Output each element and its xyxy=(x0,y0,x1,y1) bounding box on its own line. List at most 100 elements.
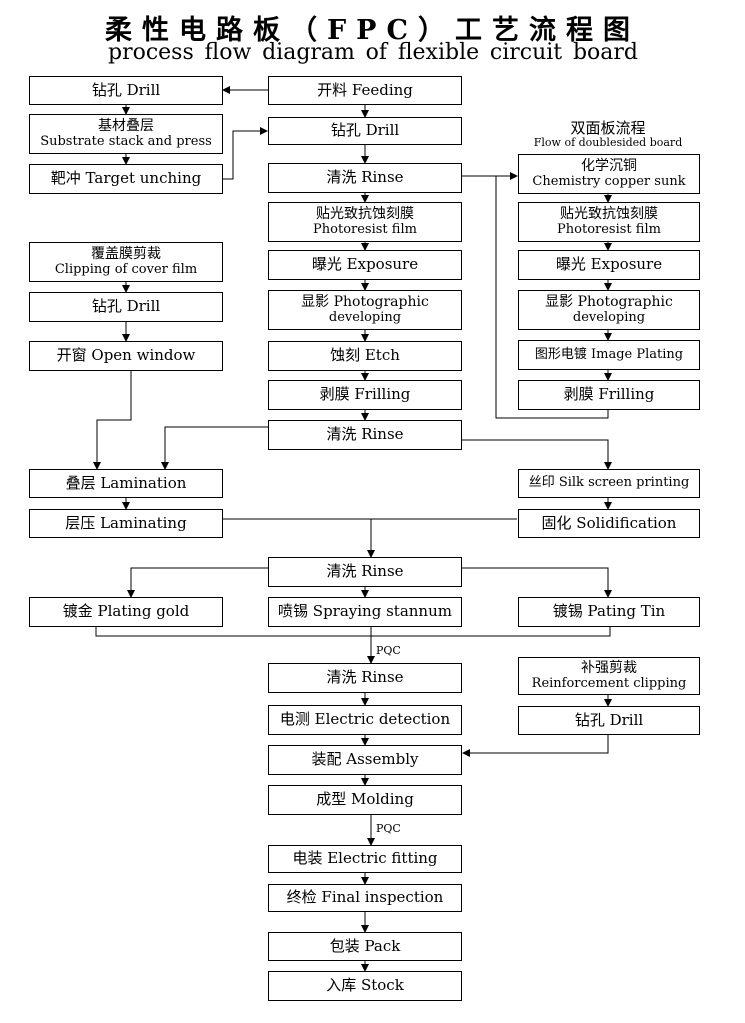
box-label-cn: 显影 Photographic xyxy=(545,294,673,311)
double-side-header: 双面板流程 Flow of doublesided board xyxy=(518,119,698,150)
box-label-cn: 化学沉铜 xyxy=(581,158,637,175)
pqc-label: PQC xyxy=(376,822,401,835)
subtitle-word: process xyxy=(108,40,194,65)
subtitle-word: circuit xyxy=(489,40,563,65)
center-drill-box: 钻孔 Drill xyxy=(268,117,462,145)
rinse-box-4: 清洗 Rinse xyxy=(268,663,462,693)
image-plating-box: 图形电镀 Image Plating xyxy=(518,340,700,370)
subtitle-word: flow xyxy=(204,40,252,65)
box-label: 曝光 Exposure xyxy=(311,255,419,274)
diagram-title: 柔性电路板（FPC）工艺流程图 xyxy=(105,15,640,46)
electric-fitting-box: 电装 Electric fitting xyxy=(268,845,462,873)
box-label: 固化 Solidification xyxy=(541,513,677,532)
spraying-box: 喷锡 Spraying stannum xyxy=(268,597,462,627)
box-label-en: Photoresist film xyxy=(313,221,417,237)
box-label: 剥膜 Frilling xyxy=(563,385,655,404)
lamination-box: 叠层 Lamination xyxy=(29,469,223,498)
box-label-en: developing xyxy=(572,309,646,325)
box-label-en: Substrate stack and press xyxy=(40,133,212,149)
box-label: 电装 Electric fitting xyxy=(292,849,438,868)
box-label: 入库 Stock xyxy=(326,976,404,995)
box-label: 图形电镀 Image Plating xyxy=(534,346,684,362)
box-label: 丝印 Silk screen printing xyxy=(528,475,690,491)
left-drill2-box: 钻孔 Drill xyxy=(29,292,223,322)
subtitle-word: board xyxy=(572,40,638,65)
box-label: 清洗 Rinse xyxy=(326,668,404,687)
silk-screen-box: 丝印 Silk screen printing xyxy=(518,469,700,498)
rinse-box-3: 清洗 Rinse xyxy=(268,557,462,587)
right-exposure-box: 曝光 Exposure xyxy=(518,250,700,280)
left-drill-box: 钻孔 Drill xyxy=(29,76,223,105)
double-side-header-en: Flow of doublesided board xyxy=(533,136,683,150)
solidification-box: 固化 Solidification xyxy=(518,509,700,538)
etch-box: 蚀刻 Etch xyxy=(268,341,462,371)
box-label: 钻孔 Drill xyxy=(91,297,161,316)
frilling-box: 剥膜 Frilling xyxy=(268,380,462,410)
box-label: 层压 Laminating xyxy=(65,513,187,532)
box-label-en: Photoresist film xyxy=(557,221,661,237)
box-label-en: Chemistry copper sunk xyxy=(532,173,686,189)
box-label: 喷锡 Spraying stannum xyxy=(278,602,452,621)
box-label-en: Reinforcement clipping xyxy=(531,675,687,691)
box-label: 装配 Assembly xyxy=(311,750,419,769)
box-label: 钻孔 Drill xyxy=(574,710,644,729)
plating-tin-box: 镀锡 Pating Tin xyxy=(518,597,700,627)
box-label-cn: 补强剪裁 xyxy=(581,660,637,677)
rinse-box-1: 清洗 Rinse xyxy=(268,163,462,193)
diagram-subtitle: process flow diagram of flexible circuit… xyxy=(108,40,638,65)
box-label-en: developing xyxy=(328,309,402,325)
right-frilling-box: 剥膜 Frilling xyxy=(518,380,700,410)
box-label: 钻孔 Drill xyxy=(91,80,161,99)
box-label: 剥膜 Frilling xyxy=(319,385,411,404)
box-label-cn: 基材叠层 xyxy=(98,118,154,135)
box-label: 电测 Electric detection xyxy=(279,710,451,729)
right-drill-box: 钻孔 Drill xyxy=(518,706,700,735)
pack-box: 包装 Pack xyxy=(268,932,462,961)
subtitle-word: diagram xyxy=(262,40,355,65)
rinse-box-2: 清洗 Rinse xyxy=(268,420,462,450)
box-label: 蚀刻 Etch xyxy=(330,346,400,365)
plating-gold-box: 镀金 Plating gold xyxy=(29,597,223,627)
assembly-box: 装配 Assembly xyxy=(268,745,462,775)
molding-box: 成型 Molding xyxy=(268,785,462,815)
box-label: 开窗 Open window xyxy=(56,346,196,365)
box-label-cn: 贴光致抗蚀刻膜 xyxy=(316,206,414,223)
subtitle-word: flexible xyxy=(397,40,480,65)
box-label: 包装 Pack xyxy=(329,936,401,955)
box-label-cn: 显影 Photographic xyxy=(301,294,429,311)
box-label-en: Clipping of cover film xyxy=(54,261,198,277)
box-label: 叠层 Lamination xyxy=(65,473,187,492)
double-side-header-cn: 双面板流程 xyxy=(570,119,646,137)
open-window-box: 开窗 Open window xyxy=(29,341,223,371)
feeding-box: 开料 Feeding xyxy=(268,76,462,105)
box-label-cn: 覆盖膜剪裁 xyxy=(91,246,161,263)
box-label: 开料 Feeding xyxy=(317,80,413,99)
stock-box: 入库 Stock xyxy=(268,971,462,1001)
box-label: 镀锡 Pating Tin xyxy=(552,602,666,621)
box-label: 清洗 Rinse xyxy=(326,425,404,444)
box-label: 清洗 Rinse xyxy=(326,562,404,581)
box-label: 镀金 Plating gold xyxy=(62,602,190,621)
final-inspection-box: 终检 Final inspection xyxy=(268,884,462,912)
pqc-label: PQC xyxy=(376,644,401,657)
box-label-cn: 贴光致抗蚀刻膜 xyxy=(560,206,658,223)
subtitle-word: of xyxy=(365,40,388,65)
electric-detection-box: 电测 Electric detection xyxy=(268,705,462,735)
target-box: 靶冲 Target unching xyxy=(29,164,223,194)
box-label: 曝光 Exposure xyxy=(555,255,663,274)
box-label: 终检 Final inspection xyxy=(286,888,444,907)
box-label: 钻孔 Drill xyxy=(330,121,400,140)
box-label: 成型 Molding xyxy=(316,790,414,809)
box-label: 靶冲 Target unching xyxy=(50,169,202,188)
box-label: 清洗 Rinse xyxy=(326,168,404,187)
laminating-box: 层压 Laminating xyxy=(29,509,223,538)
